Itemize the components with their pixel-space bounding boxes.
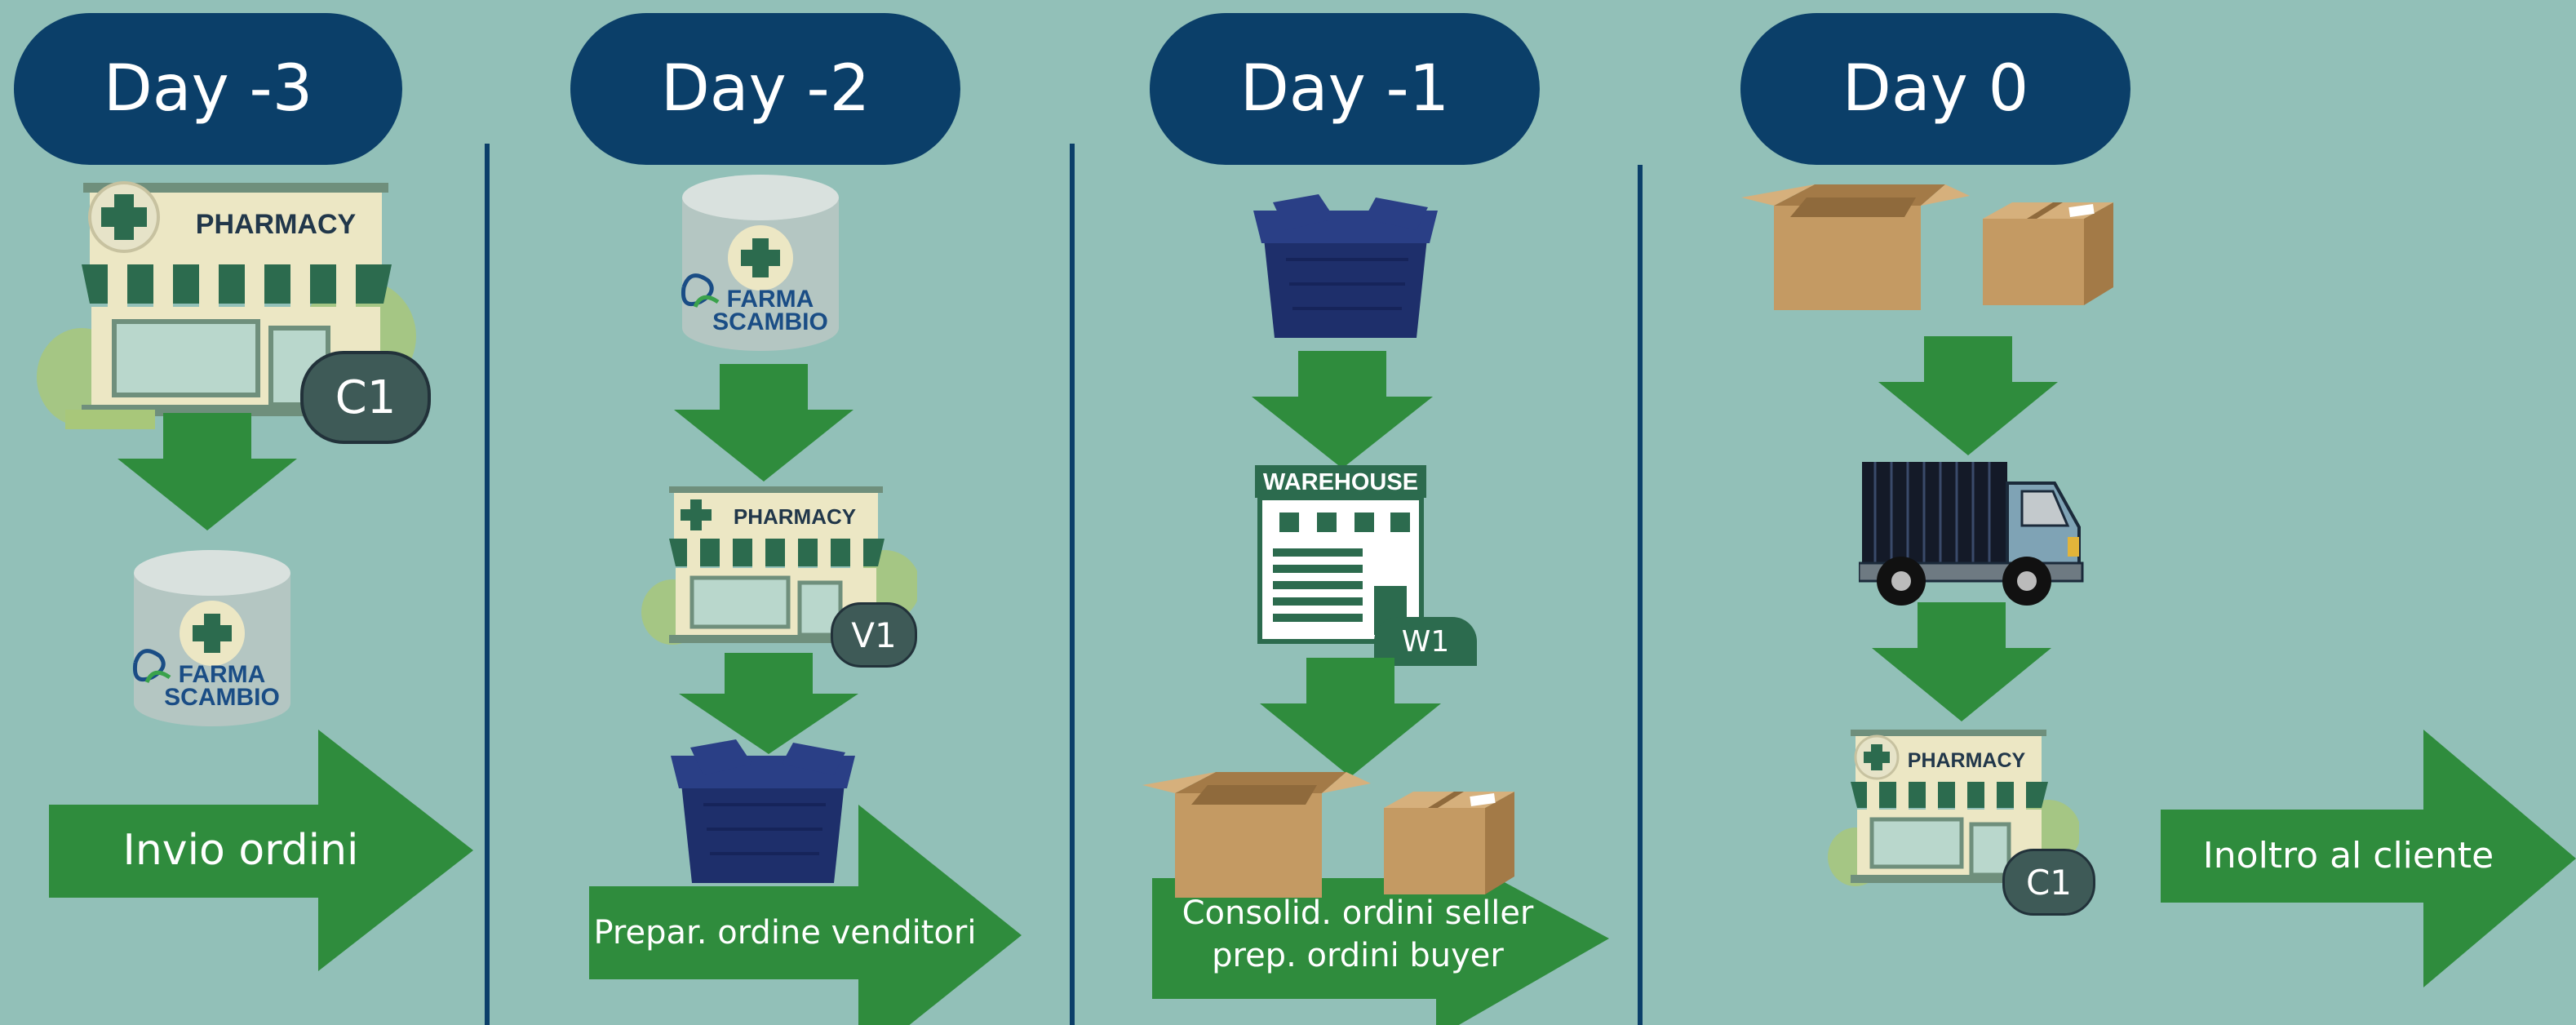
down-arrow-icon (674, 364, 853, 481)
vendor-badge: V1 (831, 602, 917, 668)
pharmacy-store-icon: PHARMACY (641, 486, 917, 645)
step-banner-arrow (49, 730, 473, 971)
step-label-invio-ordini: Invio ordini (122, 826, 359, 876)
step-label-line: Consolid. ordini seller (1182, 894, 1534, 932)
database-cylinder-icon: FARMA SCAMBIO (132, 550, 290, 726)
step-label-line: prep. ordini buyer (1212, 937, 1504, 974)
pharmacy-sign: PHARMACY (196, 209, 357, 240)
cardboard-box-icon (1384, 792, 1514, 894)
down-arrow-icon (117, 413, 297, 530)
down-arrow-icon (1260, 658, 1441, 777)
column-divider (1638, 165, 1643, 1025)
farma-logo-line2: SCAMBIO (164, 684, 280, 711)
step-label-inoltro-al-cliente: Inoltro al cliente (2202, 835, 2494, 877)
down-arrow-icon (1878, 336, 2058, 455)
delivery-truck-icon (1859, 462, 2084, 606)
pharmacy-store-icon: PHARMACY (37, 181, 416, 429)
pharmacy-store-icon: PHARMACY (1828, 730, 2079, 886)
step-label-prepar-ordine-venditori: Prepar. ordine venditori (593, 914, 977, 952)
step-label-consolid-ordini: Consolid. ordini seller prep. ordini buy… (1152, 886, 1563, 983)
customer-badge: C1 (2002, 849, 2095, 916)
plastic-crate-icon (1253, 194, 1438, 338)
column-divider (1070, 144, 1075, 1025)
cardboard-box-icon (1983, 202, 2113, 305)
step-banner-arrow (589, 805, 1022, 1025)
farma-logo-line2: SCAMBIO (712, 308, 828, 335)
day-pill-minus-2: Day -2 (570, 13, 960, 165)
plastic-crate-icon (671, 739, 855, 883)
pharmacy-sign: PHARMACY (734, 504, 856, 529)
warehouse-sign: WAREHOUSE (1263, 469, 1418, 495)
down-arrow-icon (1872, 602, 2051, 721)
day-pill-minus-1: Day -1 (1150, 13, 1540, 165)
customer-badge: C1 (300, 351, 431, 444)
column-divider (485, 144, 490, 1025)
pharmacy-sign: PHARMACY (1908, 749, 2026, 772)
day-pill-minus-3: Day -3 (14, 13, 402, 165)
farma-logo-line1: FARMA (727, 286, 814, 313)
cardboard-box-icon (1142, 772, 1371, 898)
day-pill-0: Day 0 (1740, 13, 2130, 165)
database-cylinder-icon: FARMA SCAMBIO (681, 175, 839, 351)
down-arrow-icon (1252, 351, 1433, 468)
step-banner-arrow (2161, 730, 2576, 987)
down-arrow-icon (679, 653, 858, 754)
farma-logo-line1: FARMA (179, 661, 266, 688)
cardboard-box-icon (1741, 184, 1970, 310)
